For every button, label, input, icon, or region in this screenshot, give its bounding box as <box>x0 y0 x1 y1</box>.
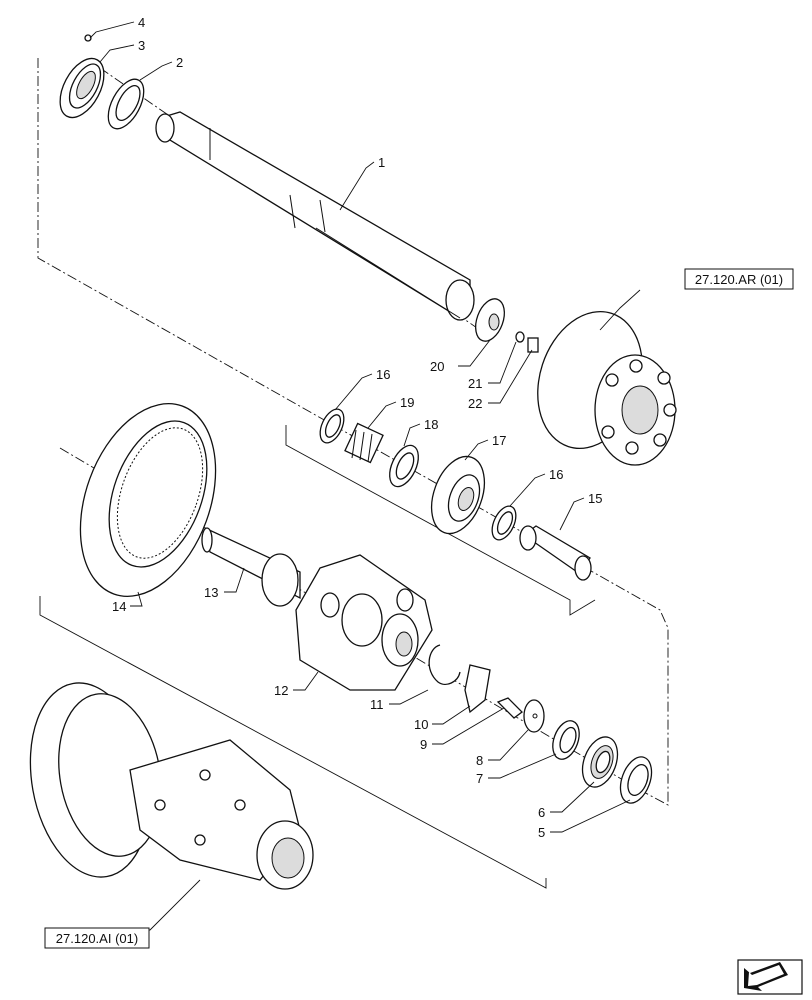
callout-7: 7 <box>476 771 483 786</box>
part-planet-carrier <box>295 554 433 691</box>
part-cap <box>475 298 505 342</box>
part-bearing <box>59 57 105 119</box>
callout-20: 20 <box>430 359 444 374</box>
part-shaft <box>155 111 475 321</box>
callout-16-bottom: 16 <box>549 467 563 482</box>
callout-6: 6 <box>538 805 545 820</box>
callout-14: 14 <box>112 599 126 614</box>
callout-18: 18 <box>424 417 438 432</box>
callout-1: 1 <box>378 155 385 170</box>
callout-4: 4 <box>138 15 145 30</box>
reference-box-bottom[interactable]: 27.120.AI (01) <box>44 927 150 949</box>
part-seal-5 <box>619 756 653 804</box>
callout-22: 22 <box>468 396 482 411</box>
part-axle-housing <box>29 682 314 890</box>
callout-13: 13 <box>204 585 218 600</box>
part-snap-ring <box>428 644 461 686</box>
callout-9: 9 <box>420 737 427 752</box>
part-ring-16a <box>319 408 345 444</box>
callout-labels: 4 3 2 1 20 21 22 16 19 18 17 16 15 14 13… <box>112 15 602 840</box>
callout-10: 10 <box>414 717 428 732</box>
callout-8: 8 <box>476 753 483 768</box>
part-bolt-9 <box>496 697 523 719</box>
callout-5: 5 <box>538 825 545 840</box>
reference-label-bottom[interactable]: 27.120.AI (01) <box>56 931 138 946</box>
bracket-lines <box>39 425 596 889</box>
part-ring-gear <box>79 403 217 597</box>
callout-2: 2 <box>176 55 183 70</box>
callout-15: 15 <box>588 491 602 506</box>
part-clip <box>84 34 92 42</box>
part-ring-16b <box>491 505 517 541</box>
part-hub-assembly <box>537 311 677 466</box>
part-washer-8 <box>523 699 545 733</box>
callout-12: 12 <box>274 683 288 698</box>
arrow-navigation-icon[interactable] <box>737 959 803 995</box>
part-lock-plate <box>464 664 491 714</box>
callout-11: 11 <box>370 697 384 712</box>
part-washer-21 <box>515 331 525 343</box>
reference-label-top[interactable]: 27.120.AR (01) <box>695 272 783 287</box>
part-ring-2 <box>107 78 145 130</box>
part-needle-bearing <box>344 422 384 464</box>
reference-box-top[interactable]: 27.120.AR (01) <box>684 268 794 290</box>
part-ring-18 <box>389 444 419 488</box>
part-bearing-6 <box>581 736 619 788</box>
part-ring-7 <box>552 720 580 760</box>
callout-17: 17 <box>492 433 506 448</box>
part-sun-shaft <box>201 526 301 607</box>
callout-19: 19 <box>400 395 414 410</box>
callout-21: 21 <box>468 376 482 391</box>
leader-lines <box>89 21 641 931</box>
callout-3: 3 <box>138 38 145 53</box>
part-pin <box>519 525 592 581</box>
callout-16-top: 16 <box>376 367 390 382</box>
part-bolt-22 <box>527 337 539 353</box>
part-planet-gear <box>430 455 486 535</box>
